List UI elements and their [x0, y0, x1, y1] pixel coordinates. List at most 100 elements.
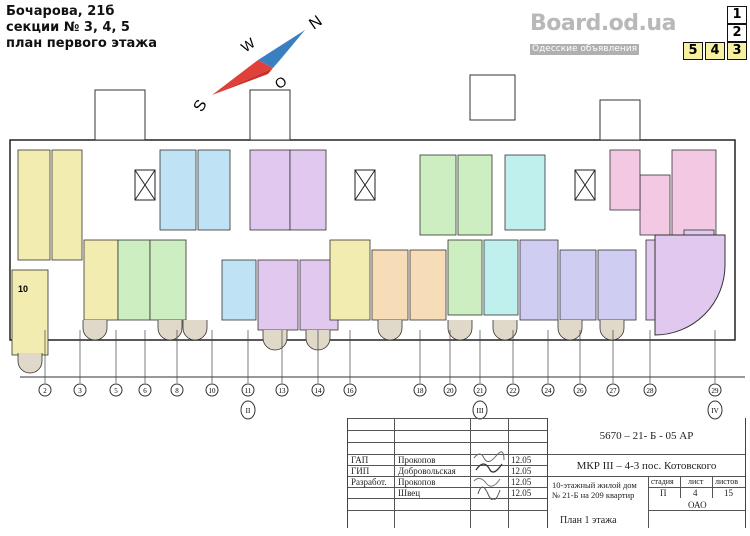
sheet-title: План 1 этажа — [560, 515, 617, 526]
axis-marker — [311, 383, 325, 397]
apartment — [597, 249, 637, 321]
sheet-value: 4 — [693, 488, 698, 498]
bay-window — [157, 320, 183, 341]
axis-label: 10 — [209, 387, 217, 395]
axis-marker — [38, 383, 52, 397]
role-3: Разработ. — [351, 477, 387, 487]
role-1: ГАП — [351, 455, 369, 465]
apartment — [371, 249, 409, 321]
compass-n: N — [306, 13, 325, 34]
apartment — [457, 154, 493, 236]
axis-marker — [275, 383, 289, 397]
axis-label: 16 — [347, 387, 355, 395]
watermark-tagline: Одесские объявления — [530, 44, 639, 55]
project-name: МКР III – 4-3 пос. Котовского — [576, 460, 717, 472]
room-label: 10 — [18, 284, 28, 294]
apartment — [257, 259, 299, 331]
bay-window — [492, 320, 518, 341]
apartment — [409, 249, 447, 321]
axis-marker — [473, 383, 487, 397]
elevator-icon — [134, 169, 156, 201]
section-mark-label: IV — [711, 407, 718, 415]
company: ОАО — [688, 500, 707, 510]
sheet-label: лист — [688, 477, 704, 486]
date-1: 12.05 — [511, 455, 532, 465]
elevator-icon — [574, 169, 596, 201]
date-2: 12.05 — [511, 466, 532, 476]
axis-label: 6 — [143, 387, 147, 395]
apartment — [117, 239, 151, 321]
axis-marker — [170, 383, 184, 397]
apartment — [221, 259, 257, 321]
axis-marker — [343, 383, 357, 397]
section-mark — [707, 400, 723, 420]
axis-marker — [205, 383, 219, 397]
compass-rose-icon: N W O S — [191, 13, 326, 115]
bay-window — [182, 320, 208, 341]
signatures — [473, 451, 505, 500]
date-3: 12.05 — [511, 477, 532, 487]
axis-label: 20 — [447, 387, 455, 395]
stage-label: стадия — [651, 477, 674, 486]
apartment — [149, 239, 187, 321]
apartment — [519, 239, 559, 321]
building-description: 10-этажный жилой дом № 21-Б на 209 кварт… — [552, 480, 637, 500]
section-5: 5 — [683, 42, 703, 60]
curved-corner-unit — [654, 234, 726, 336]
apartment — [483, 239, 519, 316]
axis-label: 28 — [647, 387, 655, 395]
apartment — [609, 149, 641, 211]
name-2: Добровольская — [398, 466, 456, 476]
apartment — [559, 249, 597, 321]
name-1: Прокопов — [398, 455, 436, 465]
axis-label: 13 — [279, 387, 287, 395]
axis-marker — [606, 383, 620, 397]
sheets-value: 15 — [724, 488, 733, 498]
axis-marker — [241, 383, 255, 397]
apartment — [197, 149, 231, 231]
entrance-block — [469, 74, 516, 121]
axis-label: 14 — [315, 387, 323, 395]
entrance-block — [599, 99, 641, 141]
apartment — [11, 269, 49, 356]
watermark-site: Board.od.ua — [530, 11, 676, 36]
compass-w: W — [238, 34, 259, 55]
elevator-icon — [354, 169, 376, 201]
section-mark — [240, 400, 256, 420]
bay-window — [557, 320, 583, 341]
axis-label: 22 — [510, 387, 518, 395]
entrance-block — [249, 89, 291, 141]
axis-label: 8 — [175, 387, 179, 395]
bay-window — [447, 320, 473, 341]
bay-window — [82, 320, 108, 341]
watermark: Board.od.ua Одесские объявления — [530, 12, 676, 55]
name-4: Швец — [398, 488, 421, 498]
section-4: 4 — [705, 42, 725, 60]
axis-label: 26 — [577, 387, 585, 395]
section-mark-label: II — [246, 407, 251, 415]
section-1: 1 — [727, 6, 747, 24]
sheets-label: листов — [715, 477, 738, 486]
axis-label: 2 — [43, 387, 47, 395]
sections-line: секции № 3, 4, 5 — [6, 20, 130, 35]
axis-marker — [413, 383, 427, 397]
axis-marker — [109, 383, 123, 397]
name-3: Прокопов — [398, 477, 436, 487]
apartment — [639, 174, 671, 236]
axis-marker — [73, 383, 87, 397]
apartment — [249, 149, 291, 231]
date-4: 12.05 — [511, 488, 532, 498]
axis-label: 5 — [114, 387, 118, 395]
axis-label: 29 — [712, 387, 720, 395]
axis-marker — [708, 383, 722, 397]
axis-label: 21 — [477, 387, 485, 395]
bay-window — [599, 320, 625, 341]
apartment — [447, 239, 483, 316]
drawing-code: 5670 – 21- Б - 05 АР — [599, 430, 694, 442]
bay-window — [17, 353, 43, 374]
apartment — [671, 149, 717, 241]
axis-marker — [643, 383, 657, 397]
apartment — [17, 149, 51, 261]
bay-window — [377, 320, 403, 341]
